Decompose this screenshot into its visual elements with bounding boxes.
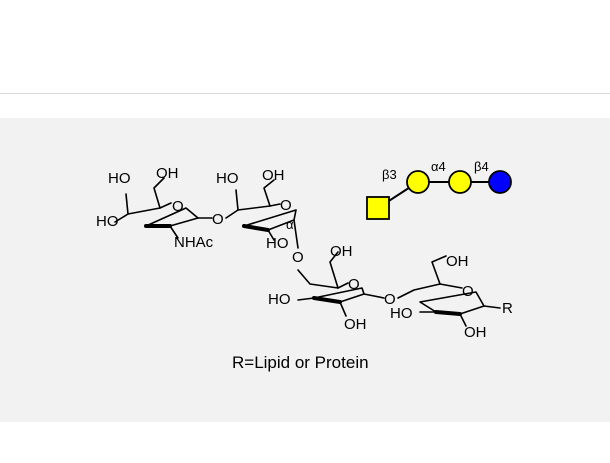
ring-2-glycosidic-bond [293,219,299,249]
ring-oxygen-label: O [462,283,474,300]
hydroxyl-label: HO [216,170,239,187]
symbol-linkage-lines [377,181,500,209]
linkage-label-alpha4: α4 [431,159,446,174]
hydroxyl-label: OH [330,243,353,260]
linkage-label-beta3: β3 [382,167,397,182]
bold-bonds [144,224,462,316]
alpha-anomer-label: α [286,217,294,232]
hydroxyl-label: OH [262,167,285,184]
ring-4-ch2oh [431,255,447,285]
glycan-symbol-notation: β3 α4 β4 [366,159,512,220]
nhac-label: NHAc [174,234,214,251]
ring-2-ch2oh [263,179,275,207]
linkage-oxygen-label: O [292,249,304,266]
linkage-label-beta4: β4 [474,159,489,174]
linkage-oxygen-label: O [384,291,396,308]
ring-3-glycosidic-bond [363,293,385,299]
hydroxyl-label: HO [268,291,291,308]
hydroxyl-label: OH [156,165,179,182]
ring-1-ch2oh [153,177,165,209]
galnac-square-icon [366,196,390,220]
hydroxyl-label: OH [464,324,487,341]
ring-3-bold-bond [312,296,342,304]
r-group-label: R [502,300,513,317]
ring-oxygen-label: O [172,198,184,215]
galactose-circle-icon [448,170,472,194]
hydroxyl-label: HO [108,170,131,187]
image-panel [0,118,610,422]
hydroxyl-label: HO [96,213,119,230]
ring-1-oh-top [125,193,129,215]
ring-3-ch2oh [329,251,339,289]
top-divider [0,93,610,94]
hydroxyl-label: HO [266,235,289,252]
glucose-circle-icon [488,170,512,194]
ring-3-oh-bottom [339,301,347,317]
linkage-oxygen-label: O [212,211,224,228]
ring-1 [127,202,199,227]
ring-4-bold-bond [434,310,462,316]
ring-1-nhac-bond [169,225,179,239]
ring-2-bold-bond [242,224,270,232]
caption-text: R=Lipid or Protein [232,353,369,372]
ring-3-oh-left [297,297,315,301]
ring-oxygen-label: O [348,276,360,293]
hydroxyl-label: OH [344,316,367,333]
ring-oxygen-label: O [280,197,292,214]
bond-lines [114,177,501,327]
hydroxyl-label: OH [446,253,469,270]
hydroxyl-label: HO [390,305,413,322]
ring-2-oh-top [235,189,239,211]
ring-4-oh-bottom [459,313,467,327]
galactose-circle-icon [406,170,430,194]
ring-1-oh-left [114,213,129,223]
ring-4-r-bond [483,305,501,309]
